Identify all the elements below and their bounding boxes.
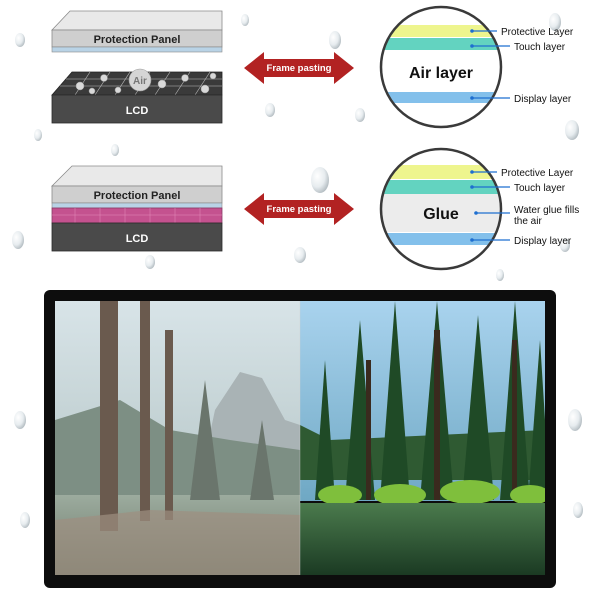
callout-water-glue: Water glue fills bbox=[514, 205, 579, 216]
touch-layer-band bbox=[381, 38, 501, 50]
bottom-stack-diagram: Protection Panel LCD bbox=[51, 165, 223, 252]
arrow-label: Frame pasting bbox=[267, 204, 332, 215]
forest-lake-image bbox=[55, 301, 545, 575]
air-bubble bbox=[128, 68, 152, 92]
top-stack-diagram: Protection Panel Air LCD bbox=[51, 10, 223, 124]
circle-main-label: Air layer bbox=[409, 65, 473, 82]
callout-water-glue-line2: the air bbox=[514, 216, 542, 227]
lcd-label: LCD bbox=[126, 105, 149, 117]
protective-layer-band bbox=[381, 165, 501, 179]
top-frame-pasting-arrow: Frame pasting bbox=[244, 52, 354, 84]
air-label: Air bbox=[133, 76, 147, 87]
water-droplets-background bbox=[12, 13, 583, 528]
bottom-zoom-circle: Glue bbox=[379, 147, 503, 271]
panel-label: Protection Panel bbox=[94, 34, 181, 46]
callout-protective-layer: Protective Layer bbox=[501, 168, 574, 179]
bottom-frame-pasting-arrow: Frame pasting bbox=[244, 193, 354, 225]
touch-layer-band bbox=[381, 180, 501, 194]
lcd-label: LCD bbox=[126, 233, 149, 245]
panel-label: Protection Panel bbox=[94, 190, 181, 202]
top-callouts: Protective Layer Touch layer Display lay… bbox=[470, 27, 574, 105]
callout-display-layer: Display layer bbox=[514, 236, 572, 247]
callout-protective-layer: Protective Layer bbox=[501, 27, 574, 38]
bottom-callouts: Protective Layer Touch layer Water glue … bbox=[470, 168, 579, 247]
display-layer-band bbox=[381, 233, 501, 245]
callout-touch-layer: Touch layer bbox=[514, 183, 566, 194]
glue-layer bbox=[51, 207, 223, 224]
lcd-block bbox=[51, 94, 223, 124]
arrow-label: Frame pasting bbox=[267, 63, 332, 74]
callout-touch-layer: Touch layer bbox=[514, 42, 566, 53]
monitor-display bbox=[44, 290, 556, 588]
lcd-block bbox=[51, 222, 223, 252]
top-zoom-circle: Air layer bbox=[379, 5, 503, 129]
callout-display-layer: Display layer bbox=[514, 94, 572, 105]
display-layer-band bbox=[381, 92, 501, 103]
circle-main-label: Glue bbox=[423, 206, 459, 223]
protective-layer-band bbox=[381, 25, 501, 37]
